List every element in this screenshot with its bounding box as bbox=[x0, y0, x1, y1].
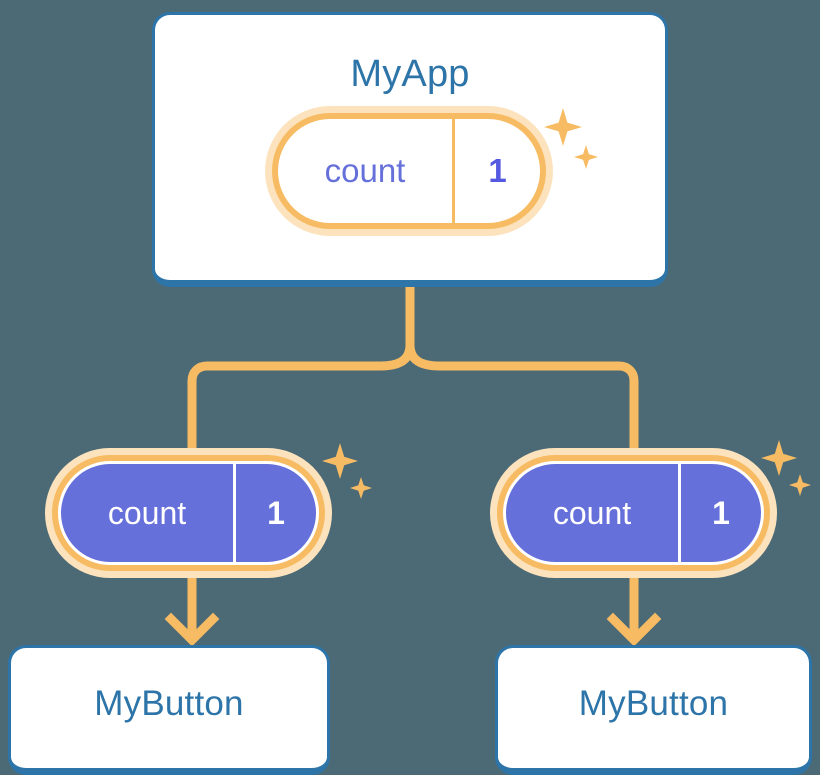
connector-branch-right bbox=[405, 344, 639, 450]
state-pill-branch-left[interactable]: count 1 bbox=[45, 448, 332, 578]
state-key: count bbox=[107, 494, 187, 531]
arrow-head-left bbox=[164, 612, 220, 647]
state-key: count bbox=[552, 494, 632, 531]
state-pill-root[interactable]: count 1 bbox=[265, 106, 553, 236]
sparkle-small-icon bbox=[350, 477, 372, 499]
state-value: 1 bbox=[452, 119, 540, 223]
component-card-label: MyButton bbox=[94, 684, 244, 723]
component-card-label: MyButton bbox=[578, 684, 729, 723]
component-card-mybutton-right[interactable]: MyButton bbox=[495, 645, 812, 775]
page-title: MyApp bbox=[350, 53, 470, 95]
state-pill-branch-right[interactable]: count 1 bbox=[490, 448, 777, 578]
state-key: count bbox=[324, 152, 406, 189]
component-card-mybutton-left[interactable]: MyButton bbox=[8, 645, 330, 775]
state-value: 1 bbox=[233, 464, 316, 562]
pill-body: count 1 bbox=[503, 461, 764, 565]
arrow-head-right bbox=[606, 612, 662, 647]
pill-body: count 1 bbox=[278, 119, 540, 223]
connector-branch-left bbox=[187, 344, 415, 450]
pill-fill: count 1 bbox=[506, 464, 761, 562]
state-value: 1 bbox=[678, 464, 761, 562]
pill-body: count 1 bbox=[58, 461, 319, 565]
sparkle-small-icon bbox=[789, 474, 811, 496]
pill-fill: count 1 bbox=[61, 464, 316, 562]
